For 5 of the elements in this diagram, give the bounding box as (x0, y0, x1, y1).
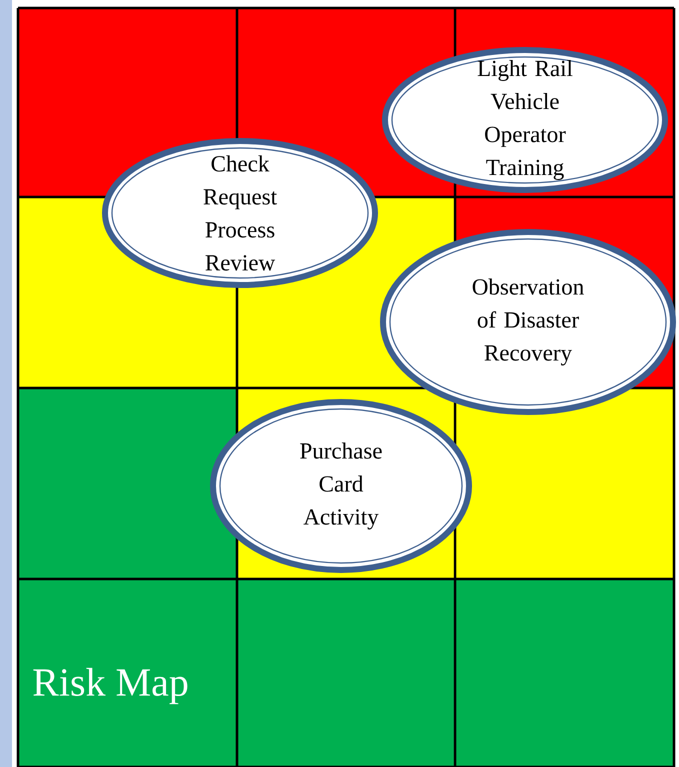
ellipse-callout: Observation of Disaster Recovery (380, 229, 676, 415)
ellipse-callout: Light Rail Vehicle Operator Training (382, 47, 668, 193)
ellipse-callout: Purchase Card Activity (210, 399, 472, 573)
ellipse-callout: Check Request Process Review (102, 138, 378, 288)
map-title: Risk Map (33, 668, 188, 704)
